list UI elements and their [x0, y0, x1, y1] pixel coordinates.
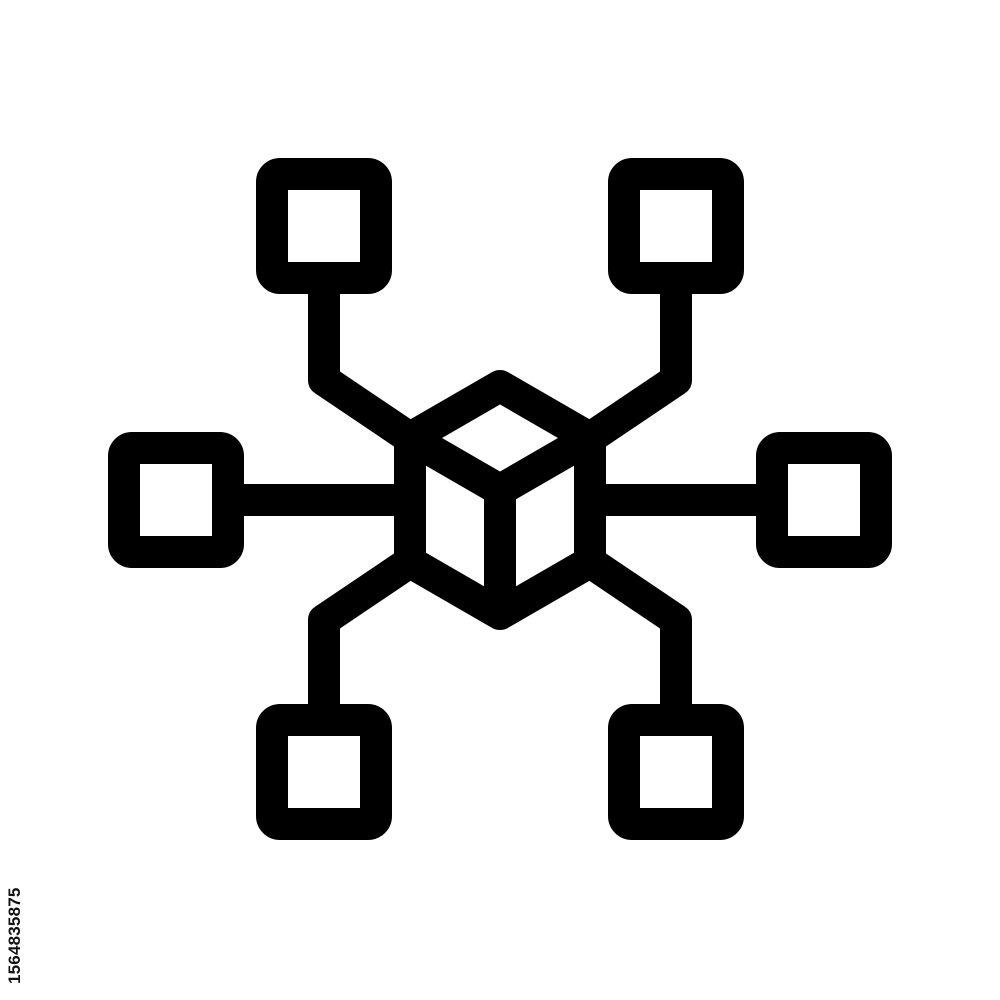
node-bottom-right-icon	[608, 704, 744, 840]
node-left-icon	[108, 432, 244, 568]
cube-icon	[394, 370, 606, 630]
node-bottom-left-icon	[256, 704, 392, 840]
stock-image-id: 1564835875	[5, 887, 24, 984]
node-top-left-icon	[256, 158, 392, 294]
connector-lines	[212, 266, 788, 734]
node-top-right-icon	[608, 158, 744, 294]
node-right-icon	[756, 432, 892, 568]
